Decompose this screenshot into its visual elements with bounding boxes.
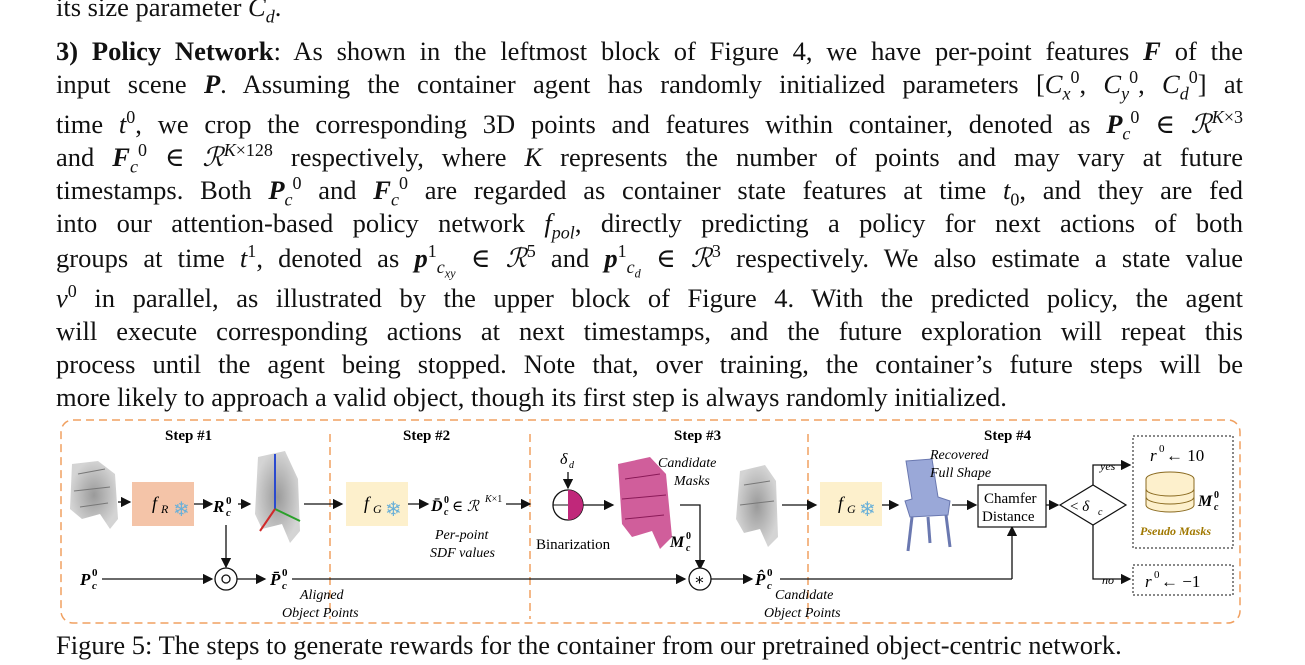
binarization-icon: [552, 489, 584, 521]
candidate-mask-cloud: [618, 457, 672, 549]
svg-text:K×1: K×1: [484, 494, 502, 505]
svg-text:D̄: D̄: [430, 497, 443, 515]
svg-text:f: f: [838, 493, 846, 513]
svg-text:R: R: [212, 497, 224, 516]
svg-text:c: c: [1098, 507, 1103, 518]
text-line-4: and Fc0 ∈ ℛK×128 respectively, where K r…: [56, 140, 1243, 177]
svg-text:δ: δ: [560, 451, 568, 468]
input-point-cloud: [70, 461, 118, 529]
svg-text:0: 0: [444, 495, 449, 506]
svg-text:c: c: [686, 543, 691, 554]
svg-text:0: 0: [767, 567, 773, 579]
svg-text:f: f: [152, 493, 160, 513]
text-line-9: will execute corresponding actions at ne…: [56, 316, 1243, 346]
binarization-label: Binarization: [536, 537, 611, 553]
svg-text:c: c: [282, 580, 287, 592]
text-line-3: time t0, we crop the corresponding 3D po…: [56, 107, 1243, 144]
svg-text:d: d: [569, 460, 575, 471]
svg-text:< δ: < δ: [1070, 499, 1090, 515]
svg-text:P: P: [79, 570, 91, 589]
svg-text:c: c: [1214, 502, 1219, 513]
text-line-6: into our attention-based policy network …: [56, 208, 1243, 243]
recovered-chair: [904, 458, 952, 552]
svg-text:← 10: ← 10: [1166, 446, 1204, 465]
svg-text:∗: ∗: [694, 572, 705, 589]
f-r-box: [132, 482, 194, 526]
f-g-box-2: [820, 482, 882, 526]
text-line-0: its size parameter Cd.: [56, 0, 282, 27]
svg-text:c: c: [92, 580, 97, 592]
step3-label: Step #3: [674, 428, 721, 444]
text-line-5: timestamps. Both Pc0 and Fc0 are regarde…: [56, 173, 1244, 210]
figure-caption: Figure 5: The steps to generate rewards …: [56, 630, 1122, 660]
masked-point-cloud: [736, 465, 778, 547]
svg-text:M: M: [669, 534, 685, 551]
pseudo-masks-label: Pseudo Masks: [1140, 524, 1211, 538]
figure-border: [60, 419, 1241, 624]
svg-text:0: 0: [1214, 490, 1219, 501]
svg-text:❄: ❄: [859, 499, 876, 521]
svg-text:0: 0: [686, 531, 691, 542]
text-line-7: groups at time t1, denoted as p1cxy ∈ ℛ5…: [56, 241, 1244, 281]
object-points-label: Object Points: [282, 606, 359, 621]
database-icon: [1145, 471, 1195, 513]
text-line-11: more likely to approach a valid object, …: [56, 382, 1007, 412]
svg-text:c: c: [226, 507, 231, 519]
align-op-circle: [214, 567, 238, 591]
svg-text:0: 0: [92, 567, 98, 579]
step2-label: Step #2: [403, 428, 450, 444]
svg-text:c: c: [767, 580, 772, 592]
svg-text:← −1: ← −1: [1161, 572, 1200, 591]
svg-text:P̄: P̄: [269, 570, 281, 589]
threshold-diamond: [1058, 484, 1128, 526]
distance-label: Distance: [982, 509, 1035, 525]
sdf-values-label: SDF values: [430, 546, 495, 561]
svg-text:G: G: [373, 502, 382, 516]
candidate-label-2: Candidate: [775, 588, 833, 603]
text-line-1: 3) Policy Network: As shown in the leftm…: [56, 36, 1243, 66]
svg-text:0: 0: [226, 495, 232, 507]
svg-text:P̂: P̂: [754, 570, 766, 589]
svg-text:r: r: [1150, 446, 1157, 465]
svg-text:f: f: [364, 493, 372, 513]
snowflake-icon: ❄: [173, 499, 190, 521]
svg-text:M: M: [1197, 493, 1213, 510]
text-line-8: v0 in parallel, as illustrated by the up…: [56, 281, 1243, 313]
figure-5: Step #1 Step #2 Step #3 Step #4 f R ❄ R …: [60, 419, 1241, 624]
aligned-point-cloud: [255, 451, 301, 543]
svg-text:0: 0: [1159, 443, 1165, 455]
svg-text:c: c: [444, 507, 449, 518]
section-heading: 3) Policy Network: [56, 36, 274, 66]
chamfer-box: [977, 484, 1047, 528]
recovered-label: Recovered: [929, 448, 990, 463]
svg-text:❄: ❄: [385, 499, 402, 521]
full-shape-label: Full Shape: [929, 466, 991, 481]
svg-text:0: 0: [282, 567, 288, 579]
yes-label: yes: [1099, 459, 1116, 473]
svg-text:G: G: [847, 502, 856, 516]
chamfer-label: Chamfer: [984, 491, 1036, 507]
step4-label: Step #4: [984, 428, 1032, 444]
step1-label: Step #1: [165, 428, 212, 444]
svg-text:r: r: [1145, 572, 1152, 591]
svg-text:∈ ℛ: ∈ ℛ: [452, 499, 480, 515]
object-points-label-2: Object Points: [764, 606, 841, 621]
no-label: no: [1102, 573, 1114, 587]
text-line-10: process until the agent being stopped. N…: [56, 349, 1243, 379]
candidate-label: Candidate: [658, 456, 716, 471]
f-g-box-1: [346, 482, 408, 526]
masks-label: Masks: [673, 474, 710, 489]
text-line-2: input scene P. Assuming the container ag…: [56, 67, 1244, 104]
aligned-label: Aligned: [299, 588, 345, 603]
svg-text:R: R: [160, 502, 169, 516]
per-point-label: Per-point: [434, 528, 489, 543]
negative-reward-box: [1132, 564, 1234, 596]
svg-text:0: 0: [1154, 569, 1160, 581]
